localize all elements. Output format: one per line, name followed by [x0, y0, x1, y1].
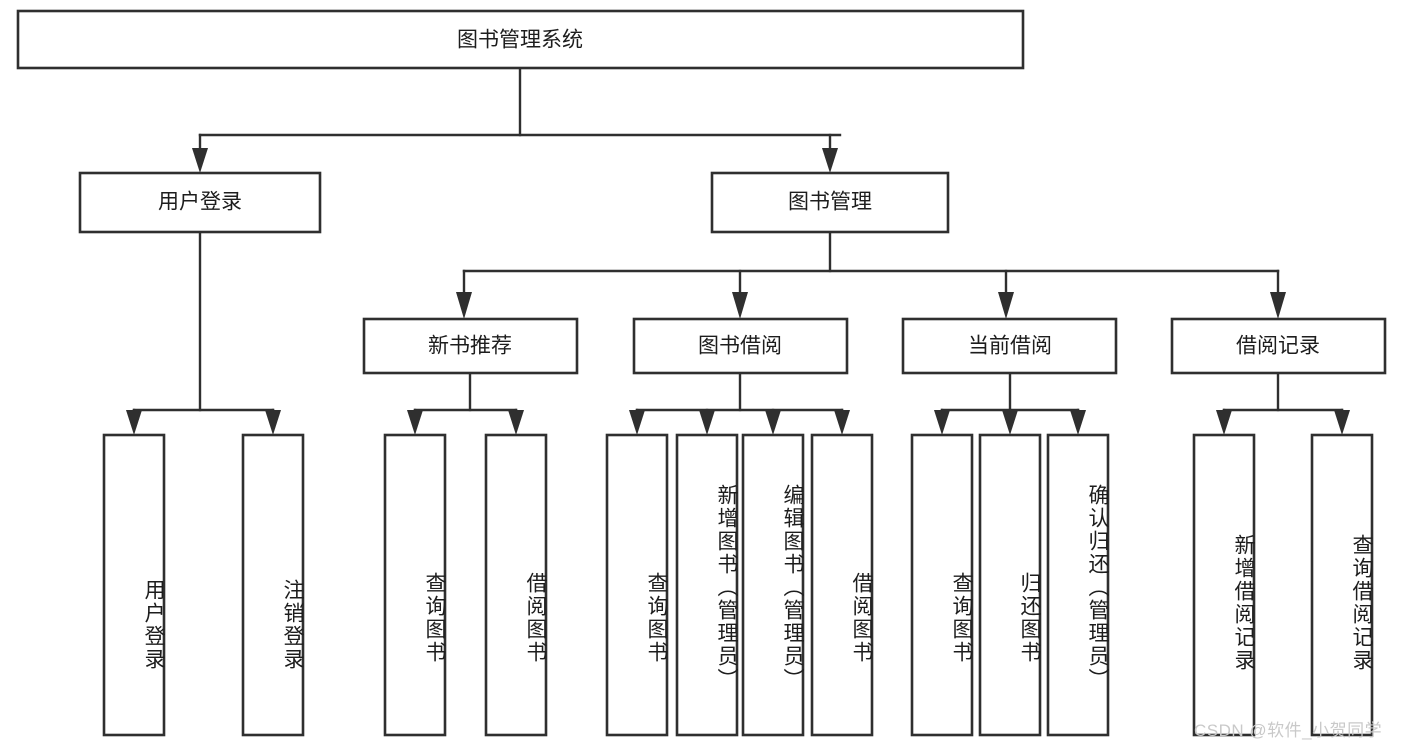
node-leaf-query-book-recommend-box[interactable]	[383, 433, 447, 737]
arrowhead-leaf-query-book-recommend	[407, 410, 423, 435]
arrowhead-leaf-user-login	[126, 410, 142, 435]
arrowhead-user-login	[192, 148, 208, 173]
arrowhead-leaf-query-book-borrow	[629, 410, 645, 435]
node-borrow-record-label: 借阅记录	[1236, 335, 1320, 358]
node-user-login-box[interactable]	[78, 171, 322, 234]
leaf-boxes	[102, 433, 1374, 737]
csdn-watermark: CSDN @软件_小贺同学	[1194, 721, 1383, 740]
node-current-borrow-box[interactable]	[901, 317, 1118, 375]
arrowhead-current-borrow	[998, 292, 1014, 319]
node-leaf-return-book-box[interactable]	[978, 433, 1042, 737]
node-book-management-box[interactable]	[710, 171, 950, 234]
arrowhead-leaf-add-book	[699, 410, 715, 435]
arrowhead-borrow-record	[1270, 292, 1286, 319]
node-root[interactable]: 图书管理系统	[16, 9, 1025, 70]
node-book-borrow-box[interactable]	[632, 317, 849, 375]
node-borrow-record[interactable]: 借阅记录	[1170, 317, 1387, 375]
node-current-borrow-label: 当前借阅	[968, 335, 1052, 358]
arrowhead-leaf-return-book	[1002, 410, 1018, 435]
node-leaf-add-book-box[interactable]	[675, 433, 739, 737]
connector-group-user-login	[126, 230, 281, 435]
arrowhead-leaf-confirm-return	[1070, 410, 1086, 435]
node-book-management-label: 图书管理	[788, 191, 872, 214]
connector-group-book-management	[456, 230, 1286, 319]
connector-group-book-borrow	[629, 371, 850, 435]
node-user-login-label: 用户登录	[158, 191, 242, 214]
node-book-borrow[interactable]: 图书借阅	[632, 317, 849, 375]
node-new-book-recommend[interactable]: 新书推荐	[362, 317, 579, 375]
arrowhead-leaf-logout	[265, 410, 281, 435]
node-book-management[interactable]: 图书管理	[710, 171, 950, 234]
arrowhead-leaf-query-book-current	[934, 410, 950, 435]
node-leaf-query-book-borrow-box[interactable]	[605, 433, 669, 737]
node-leaf-borrow-book-box[interactable]	[810, 433, 874, 737]
node-leaf-confirm-return-box[interactable]	[1046, 433, 1110, 737]
node-root-box[interactable]	[16, 9, 1025, 70]
arrowhead-leaf-edit-book	[765, 410, 781, 435]
node-leaf-borrow-book-recommend-box[interactable]	[484, 433, 548, 737]
node-user-login[interactable]: 用户登录	[78, 171, 322, 234]
arrowhead-book-borrow	[732, 292, 748, 319]
connector-group-current-borrow	[934, 371, 1086, 435]
node-book-borrow-label: 图书借阅	[698, 335, 782, 358]
connector-group-new-book-recommend	[407, 371, 524, 435]
node-leaf-logout-box[interactable]	[241, 433, 305, 737]
node-root-label: 图书管理系统	[457, 29, 583, 52]
node-leaf-query-book-current-box[interactable]	[910, 433, 974, 737]
node-current-borrow[interactable]: 当前借阅	[901, 317, 1118, 375]
node-leaf-edit-book-box[interactable]	[741, 433, 805, 737]
node-leaf-add-borrow-record-box[interactable]	[1192, 433, 1256, 737]
arrowhead-new-book-recommend	[456, 292, 472, 319]
arrowhead-book-management	[822, 148, 838, 173]
node-borrow-record-box[interactable]	[1170, 317, 1387, 375]
node-new-book-recommend-label: 新书推荐	[428, 335, 512, 358]
node-new-book-recommend-box[interactable]	[362, 317, 579, 375]
connector-group-borrow-record	[1216, 371, 1350, 435]
arrowhead-leaf-add-borrow-record	[1216, 410, 1232, 435]
connector-group-root	[192, 66, 842, 173]
node-leaf-query-borrow-record-box[interactable]	[1310, 433, 1374, 737]
arrowhead-leaf-borrow-book-recommend	[508, 410, 524, 435]
arrowhead-leaf-borrow-book	[834, 410, 850, 435]
arrowhead-leaf-query-borrow-record	[1334, 410, 1350, 435]
node-leaf-user-login-box[interactable]	[102, 433, 166, 737]
